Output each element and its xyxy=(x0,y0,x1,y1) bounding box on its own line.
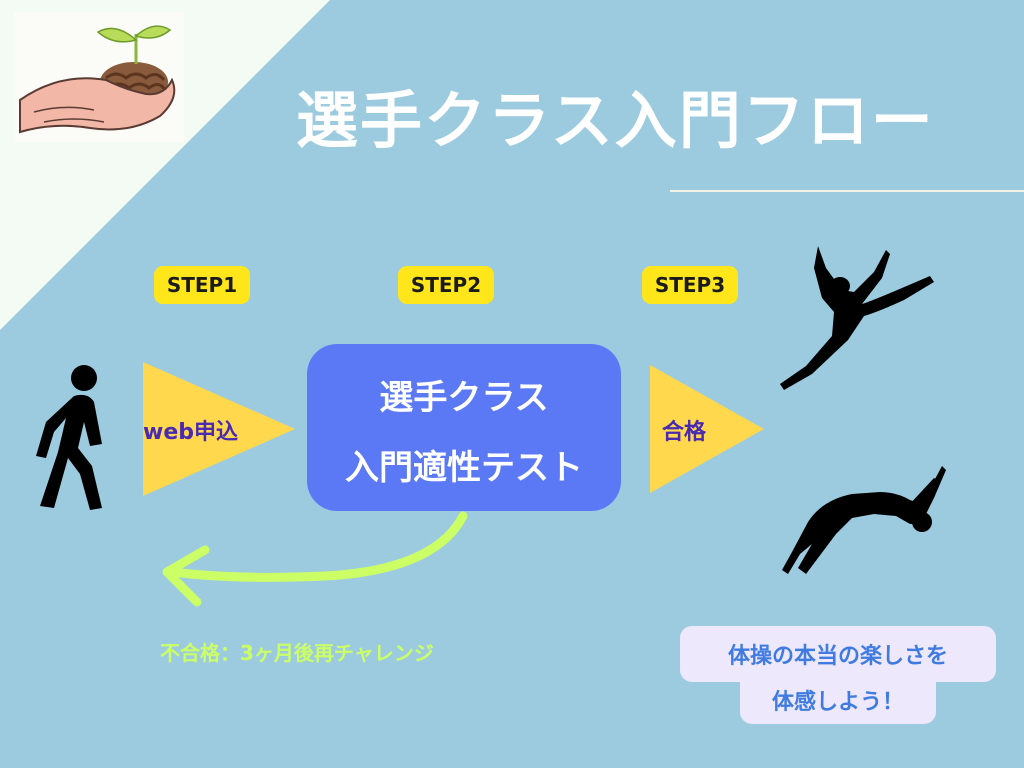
test-title-line1: 選手クラス xyxy=(379,378,549,418)
retry-arrow-icon xyxy=(162,511,468,607)
apply-label: web申込 xyxy=(143,420,238,445)
message-line2: 体感しよう！ xyxy=(740,676,936,724)
walking-person-icon xyxy=(36,365,102,510)
pass-arrow xyxy=(650,365,764,493)
page-title: 選手クラス入門フロー xyxy=(296,84,935,157)
title-divider xyxy=(670,190,1024,192)
apply-arrow xyxy=(143,362,295,496)
step-badge-2: STEP2 xyxy=(398,266,494,304)
step-badge-1: STEP1 xyxy=(154,266,250,304)
sprout-hands-logo xyxy=(14,12,184,142)
retry-label: 不合格：3ヶ月後再チャレンジ xyxy=(160,641,434,665)
message-line1: 体操の本当の楽しさを xyxy=(680,626,996,682)
gymnast-leap-icon xyxy=(780,246,934,390)
aptitude-test-box: 選手クラス 入門適性テスト xyxy=(307,344,621,511)
test-title-line2: 入門適性テスト xyxy=(345,448,583,488)
step-badge-3: STEP3 xyxy=(642,266,738,304)
gymnast-backflip-icon xyxy=(782,466,946,574)
pass-label: 合格 xyxy=(662,420,707,445)
